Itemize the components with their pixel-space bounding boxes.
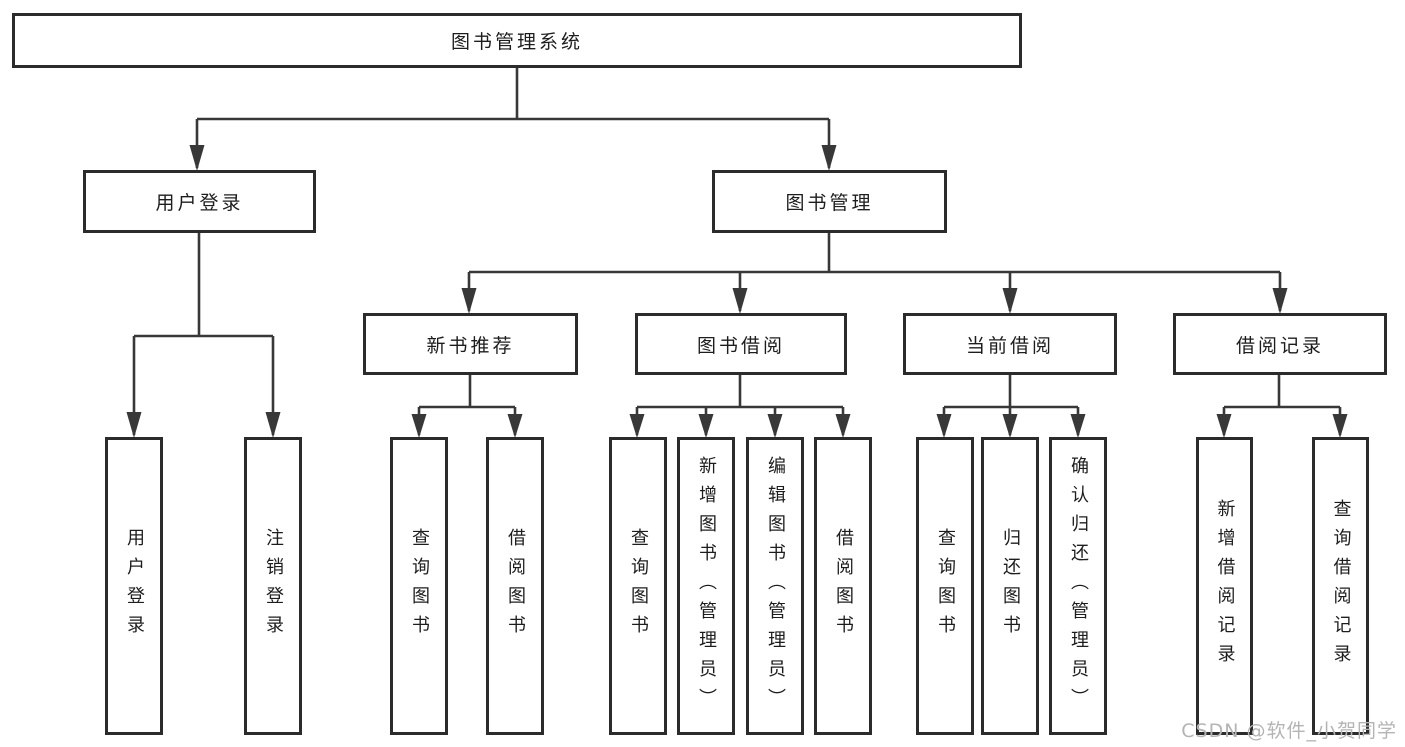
arrowhead-icon [1002,414,1018,438]
arrowhead-icon [1070,414,1086,438]
arrowhead-icon [732,288,748,314]
arrowhead-icon [461,288,477,314]
leaf-query-books-current-label: 查询图书 [935,528,956,644]
leaf-add-borrow-record: 新增借阅记录 [1196,437,1253,735]
node-user-login-label: 用户登录 [155,192,244,214]
node-book-borrow: 图书借阅 [635,313,847,375]
leaf-query-books-recommend: 查询图书 [390,437,448,735]
arrowhead-icon [767,414,783,438]
arrowhead-icon [1272,288,1288,314]
connector-book-management-to-level2 [461,233,1288,314]
leaf-query-borrow-record: 查询借阅记录 [1312,437,1369,735]
leaf-add-books-admin: 新增图书（管理员） [677,437,735,735]
arrowhead-icon [189,145,205,171]
leaf-borrow-books-recommend: 借阅图书 [486,437,544,735]
arrowhead-icon [698,414,714,438]
connector-new-book-to-leaves [411,375,523,438]
node-new-book-recommend-label: 新书推荐 [426,334,515,357]
node-new-book-recommend: 新书推荐 [363,313,578,375]
leaf-confirm-return-admin: 确认归还（管理员） [1049,437,1107,735]
arrowhead-icon [265,412,281,438]
leaf-borrow-books: 借阅图书 [814,437,872,735]
leaf-logout: 注销登录 [244,437,302,735]
arrowhead-icon [629,414,645,438]
arrowhead-icon [126,412,142,438]
node-book-borrow-label: 图书借阅 [696,334,785,357]
arrowhead-icon [821,145,837,171]
leaf-return-books-label: 归还图书 [1000,528,1021,644]
leaf-edit-books-admin: 编辑图书（管理员） [746,437,804,735]
node-book-management: 图书管理 [712,170,947,233]
arrowhead-icon [507,414,523,438]
connector-book-borrow-to-leaves [629,375,851,438]
arrowhead-icon [1216,414,1232,438]
node-borrow-records: 借阅记录 [1173,313,1387,375]
leaf-confirm-return-admin-label: 确认归还（管理员） [1068,455,1089,717]
node-user-login: 用户登录 [83,170,316,233]
leaf-query-books-borrow: 查询图书 [609,437,667,735]
connector-root-to-level1 [189,68,837,171]
arrowhead-icon [835,414,851,438]
leaf-borrow-books-recommend-label: 借阅图书 [505,528,526,644]
leaf-query-books-borrow-label: 查询图书 [628,528,649,644]
node-root-label: 图书管理系统 [450,31,583,53]
node-book-management-label: 图书管理 [785,192,874,214]
leaf-return-books: 归还图书 [981,437,1039,735]
node-root: 图书管理系统 [12,13,1022,68]
node-current-borrow: 当前借阅 [903,313,1117,375]
connector-borrow-records-to-leaves [1216,375,1348,438]
arrowhead-icon [411,414,427,438]
leaf-logout-label: 注销登录 [263,528,284,644]
leaf-edit-books-admin-label: 编辑图书（管理员） [765,455,786,717]
connector-current-borrow-to-leaves [936,375,1086,438]
node-borrow-records-label: 借阅记录 [1235,334,1324,357]
csdn-watermark: CSDN @软件_小贺同学 [1181,720,1397,742]
node-current-borrow-label: 当前借阅 [965,334,1054,357]
arrowhead-icon [936,414,952,438]
arrowhead-icon [1002,288,1018,314]
leaf-query-books-current: 查询图书 [916,437,974,735]
leaf-borrow-books-label: 借阅图书 [833,528,854,644]
leaf-add-borrow-record-label: 新增借阅记录 [1214,499,1236,673]
leaf-user-login-label: 用户登录 [124,528,145,644]
leaf-query-borrow-record-label: 查询借阅记录 [1330,499,1352,673]
connector-user-login-to-leaves [126,233,281,438]
leaf-query-books-recommend-label: 查询图书 [409,528,430,644]
leaf-add-books-admin-label: 新增图书（管理员） [696,455,717,717]
leaf-user-login: 用户登录 [105,437,163,735]
arrowhead-icon [1332,414,1348,438]
